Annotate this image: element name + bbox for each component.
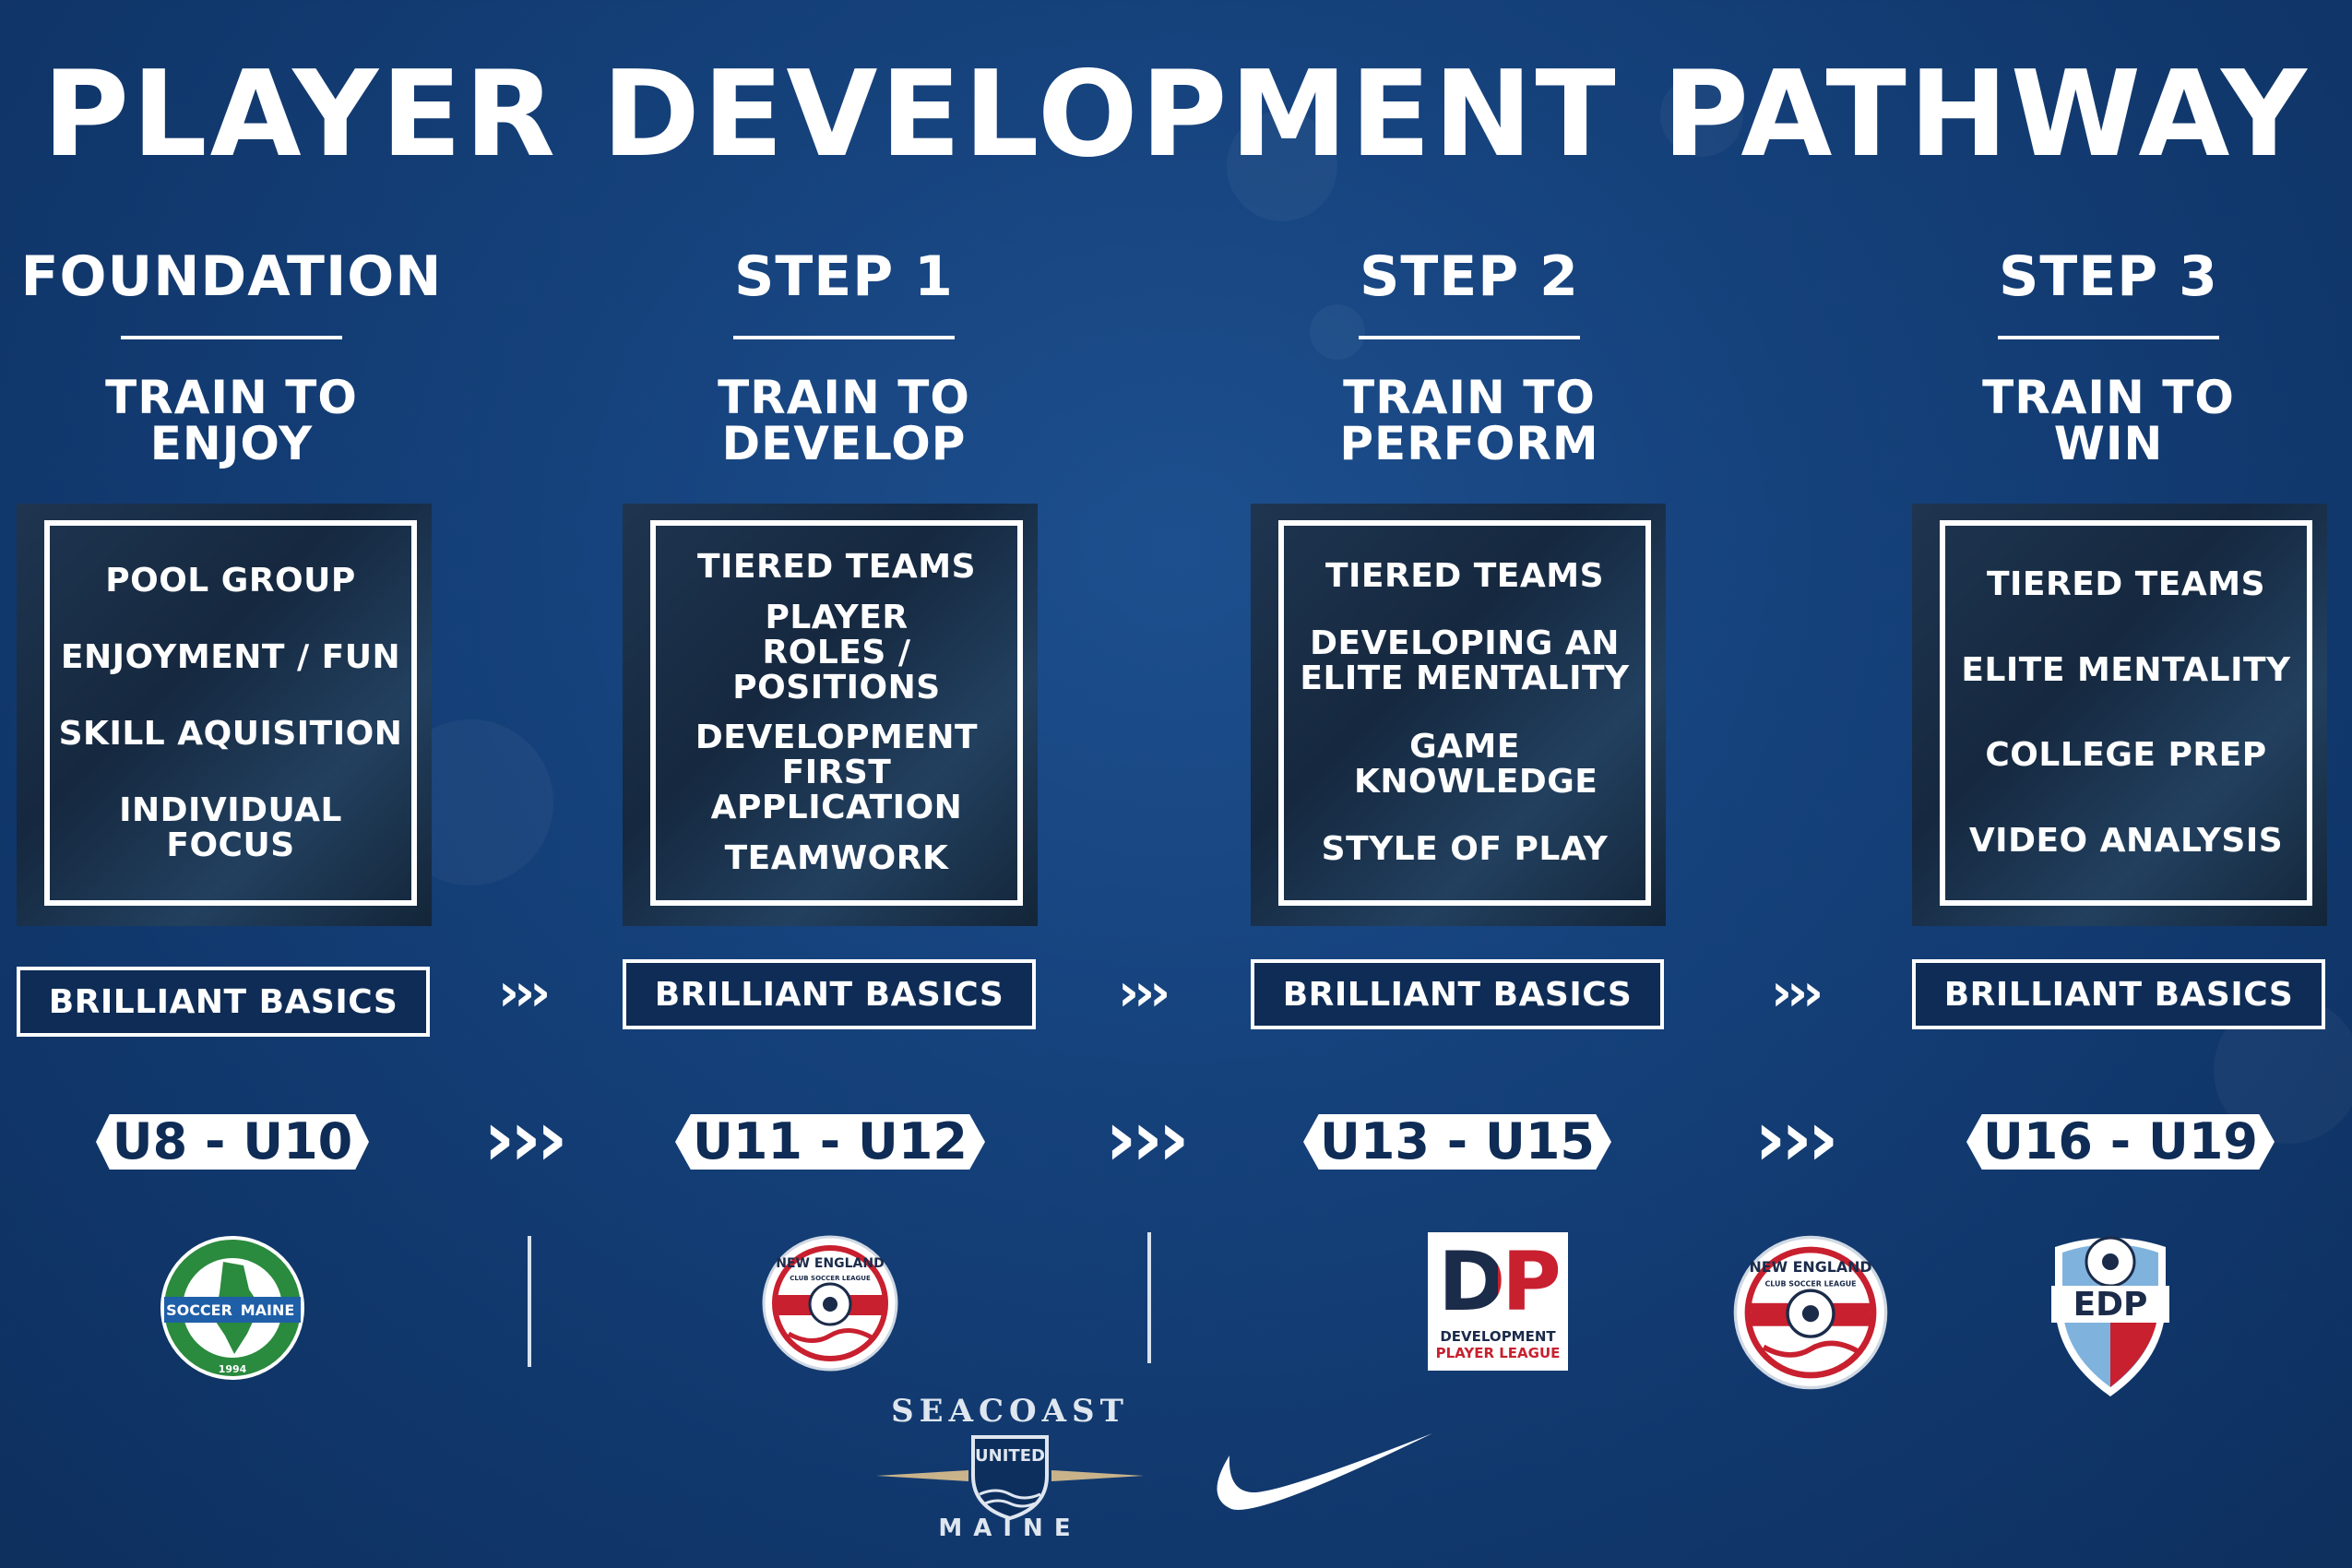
panel-item: TEAMWORK <box>724 838 949 877</box>
chevron-right-icon: ››› <box>1105 1093 1190 1183</box>
edp-logo: EDP <box>2046 1229 2175 1400</box>
new-england-club-soccer-league-logo: NEW ENGLAND CLUB SOCCER LEAGUE <box>761 1234 899 1372</box>
edp-logo-text: EDP <box>2073 1286 2148 1324</box>
new-england-club-soccer-league-logo: NEW ENGLAND CLUB SOCCER LEAGUE <box>1732 1234 1889 1391</box>
step-panel-step-3: TIERED TEAMS ELITE MENTALITY COLLEGE PRE… <box>1912 504 2327 926</box>
step-header-step-2: STEP 2 TRAIN TO PERFORM <box>1257 238 1681 467</box>
step-header-step-1: STEP 1 TRAIN TO DEVELOP <box>632 238 1056 467</box>
dp-logo-sub2: PLAYER LEAGUE <box>1435 1345 1561 1361</box>
age-group-badge: U16 - U19 <box>1966 1114 2275 1170</box>
chevron-right-icon: ››› <box>1771 963 1823 1023</box>
step-tagline-line1: TRAIN TO <box>718 371 970 424</box>
nec-logo-subtext: CLUB SOCCER LEAGUE <box>1764 1280 1856 1289</box>
soccer-maine-logo: SOCCER MAINE 1994 <box>159 1234 306 1382</box>
step-label: STEP 2 <box>1360 244 1579 309</box>
panel-item: COLLEGE PREP <box>1985 736 2267 775</box>
panel-item: TIERED TEAMS <box>696 548 977 587</box>
panel-item: ENJOYMENT / FUN <box>60 637 401 676</box>
panel-item: PLAYER ROLES / POSITIONS <box>732 598 941 707</box>
nec-logo-text: NEW ENGLAND <box>776 1256 884 1271</box>
step-label: STEP 1 <box>734 244 954 309</box>
panel-item: DEVELOPING AN ELITE MENTALITY <box>1300 624 1630 698</box>
brilliant-basics-bar: BRILLIANT BASICS <box>623 959 1036 1029</box>
step-divider <box>121 336 342 339</box>
seacoast-badge-text: UNITED <box>975 1446 1045 1466</box>
nike-swoosh-logo <box>1204 1428 1434 1524</box>
background-bokeh <box>1310 304 1365 360</box>
seacoast-region: MAINE <box>938 1515 1082 1542</box>
background-bokeh <box>1660 74 1743 157</box>
panel-item: VIDEO ANALYSIS <box>1968 821 2284 860</box>
panel-item: DEVELOPMENT FIRST APPLICATION <box>695 719 979 827</box>
step-panel-frame: POOL GROUP ENJOYMENT / FUN SKILL AQUISIT… <box>44 520 417 906</box>
brilliant-basics-bar: BRILLIANT BASICS <box>17 967 430 1037</box>
panel-item: POOL GROUP <box>105 561 356 600</box>
step-panel-step-1: TIERED TEAMS PLAYER ROLES / POSITIONS DE… <box>623 504 1038 926</box>
panel-item: STYLE OF PLAY <box>1321 830 1609 869</box>
step-label: FOUNDATION <box>20 244 443 309</box>
step-label: STEP 3 <box>1999 244 2218 309</box>
step-divider <box>1359 336 1580 339</box>
step-tagline-line2: ENJOY <box>149 417 314 470</box>
logo-divider <box>528 1236 531 1367</box>
step-tagline-line2: PERFORM <box>1339 417 1599 470</box>
step-tagline-line2: DEVELOP <box>721 417 967 470</box>
panel-item: INDIVIDUAL FOCUS <box>119 790 342 864</box>
background-bokeh <box>1227 111 1337 221</box>
nec-logo-text: NEW ENGLAND <box>1749 1258 1871 1276</box>
panel-item: SKILL AQUISITION <box>58 714 403 753</box>
step-panel-frame: TIERED TEAMS DEVELOPING AN ELITE MENTALI… <box>1278 520 1651 906</box>
step-divider <box>1998 336 2219 339</box>
seacoast-crest: UNITED <box>876 1435 1144 1521</box>
step-header-step-3: STEP 3 TRAIN TO WIN <box>1896 238 2321 467</box>
seacoast-united-logo: SEACOAST UNITED MAINE <box>858 1393 1162 1550</box>
chevron-right-icon: ››› <box>483 1093 568 1183</box>
nec-logo-subtext: CLUB SOCCER LEAGUE <box>790 1275 871 1282</box>
soccer-maine-text-1: SOCCER <box>166 1301 232 1319</box>
chevron-right-icon: ››› <box>1754 1093 1839 1183</box>
step-tagline-line1: TRAIN TO <box>1982 371 2235 424</box>
chevron-right-icon: ››› <box>498 963 551 1023</box>
dp-logo-letters: DP <box>1438 1234 1562 1329</box>
logo-divider <box>1147 1232 1151 1363</box>
step-panel-foundation: POOL GROUP ENJOYMENT / FUN SKILL AQUISIT… <box>17 504 432 926</box>
step-header-foundation: FOUNDATION TRAIN TO ENJOY <box>19 238 444 467</box>
soccer-maine-year: 1994 <box>219 1363 247 1375</box>
step-panel-frame: TIERED TEAMS PLAYER ROLES / POSITIONS DE… <box>650 520 1023 906</box>
brilliant-basics-bar: BRILLIANT BASICS <box>1251 959 1664 1029</box>
step-tagline-line1: TRAIN TO <box>105 371 358 424</box>
panel-item: TIERED TEAMS <box>1986 565 2266 604</box>
dp-logo-sub1: DEVELOPMENT <box>1440 1328 1556 1345</box>
soccer-maine-text-2: MAINE <box>241 1301 295 1319</box>
step-panel-step-2: TIERED TEAMS DEVELOPING AN ELITE MENTALI… <box>1251 504 1666 926</box>
step-panel-frame: TIERED TEAMS ELITE MENTALITY COLLEGE PRE… <box>1940 520 2312 906</box>
panel-item: ELITE MENTALITY <box>1961 650 2291 689</box>
panel-item: GAME KNOWLEDGE <box>1354 727 1598 801</box>
age-group-badge: U13 - U15 <box>1303 1114 1611 1170</box>
step-tagline-line1: TRAIN TO <box>1343 371 1596 424</box>
panel-item: TIERED TEAMS <box>1324 556 1605 595</box>
step-tagline-line2: WIN <box>2053 417 2164 470</box>
age-group-badge: U8 - U10 <box>96 1114 369 1170</box>
age-group-badge: U11 - U12 <box>675 1114 985 1170</box>
development-player-league-logo: DP DEVELOPMENT PLAYER LEAGUE <box>1428 1232 1568 1371</box>
brilliant-basics-bar: BRILLIANT BASICS <box>1912 959 2325 1029</box>
dp-logo-text: DP <box>1428 1232 1568 1332</box>
chevron-right-icon: ››› <box>1118 963 1170 1023</box>
seacoast-name: SEACOAST <box>891 1393 1129 1430</box>
page-title: PLAYER DEVELOPMENT PATHWAY <box>42 46 2310 184</box>
step-divider <box>733 336 955 339</box>
